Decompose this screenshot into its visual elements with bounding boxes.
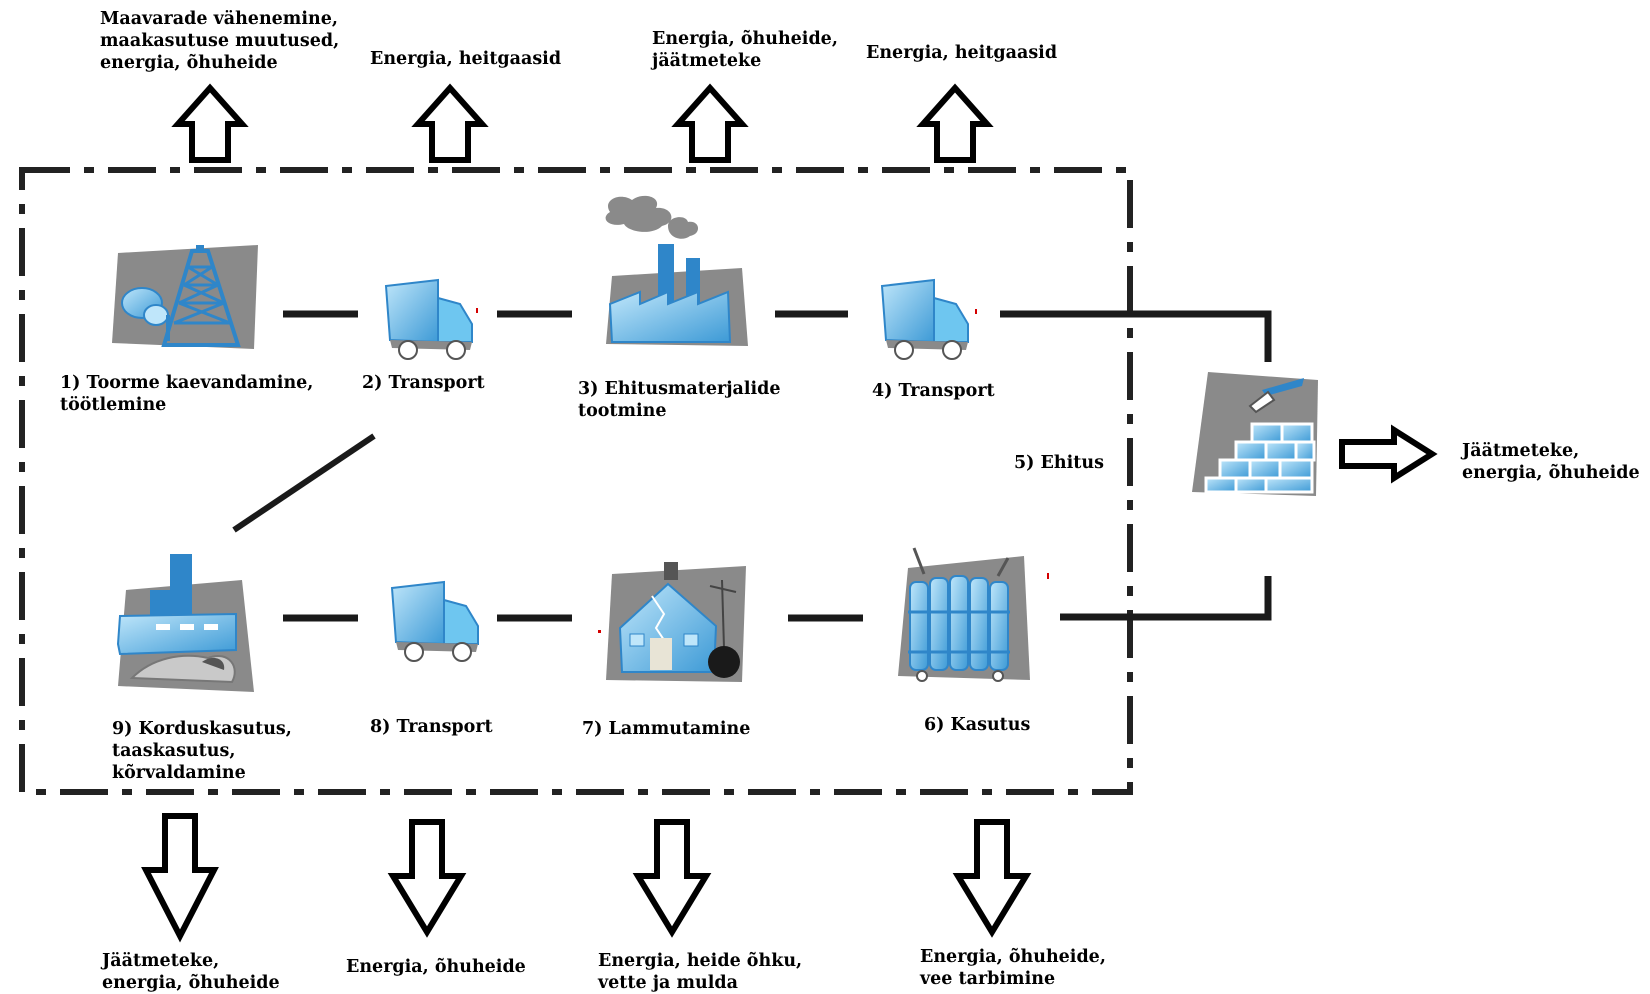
arrows-down	[141, 813, 1032, 943]
stage-label-line: tootmine	[578, 401, 667, 421]
stage-label-line: kõrvaldamine	[112, 763, 246, 783]
system-boundary-frame	[19, 167, 1133, 795]
arrow-down-icon	[387, 819, 467, 938]
stage-label-8: 8) Transport	[370, 716, 493, 738]
connector-4-5	[1000, 310, 1272, 362]
connector-9-1	[232, 433, 376, 533]
stage-label-7: 7) Lammutamine	[582, 718, 750, 740]
recycling-plant-icon	[116, 554, 254, 692]
output-line: Energia, õhuheide	[346, 957, 526, 977]
output-line: energia, õhuheide	[1462, 463, 1640, 483]
stage-label-line: 4) Transport	[872, 381, 995, 401]
output-line: Energia, õhuheide,	[652, 29, 838, 49]
stage-label-9: 9) Korduskasutus, taaskasutus, kõrvaldam…	[112, 718, 292, 784]
output-line: energia, õhuheide	[102, 973, 280, 993]
output-line: Maavarade vähenemine,	[100, 9, 338, 29]
brick-wall-trowel-icon	[1192, 372, 1318, 496]
arrow-down-icon	[952, 819, 1032, 938]
output-line: Energia, õhuheide,	[920, 947, 1106, 967]
output-bottom-3: Energia, heide õhku, vette ja mulda	[598, 950, 802, 994]
stage-label-line: 1) Toorme kaevandamine,	[60, 373, 314, 393]
arrow-up-icon	[916, 83, 994, 163]
arrow-up-icon	[171, 83, 249, 163]
output-line: Energia, heide õhku,	[598, 951, 803, 971]
arrow-right-icon	[1339, 424, 1438, 484]
connector-lines	[232, 310, 1272, 622]
output-line: energia, õhuheide	[100, 53, 278, 73]
stage-label-line: 2) Transport	[362, 373, 485, 393]
output-line: jäätmeteke	[652, 51, 762, 71]
output-top-1: Maavarade vähenemine, maakasutuse muutus…	[100, 8, 339, 74]
stage-label-line: 9) Korduskasutus,	[112, 719, 292, 739]
demolition-house-icon	[606, 562, 746, 682]
arrow-down-icon	[141, 813, 219, 943]
output-top-3: Energia, õhuheide, jäätmeteke	[652, 28, 838, 72]
output-line: maakasutuse muutused,	[100, 31, 340, 51]
stage-label-line: 3) Ehitusmaterjalide	[578, 379, 781, 399]
stage-label-2: 2) Transport	[362, 372, 485, 394]
truck-icon	[390, 580, 479, 662]
output-line: Jäätmeteke,	[1462, 441, 1580, 461]
stage-label-line: 8) Transport	[370, 717, 493, 737]
arrow-down-icon	[632, 819, 712, 938]
output-bottom-1: Jäätmeteke, energia, õhuheide	[102, 950, 280, 994]
stage-label-line: 7) Lammutamine	[582, 719, 751, 739]
output-line: Energia, heitgaasid	[866, 43, 1058, 63]
truck-icon	[384, 278, 473, 360]
radiator-icon	[898, 547, 1030, 682]
stage-label-5: 5) Ehitus	[1014, 452, 1104, 474]
stage-label-line: töötlemine	[60, 395, 167, 415]
output-top-2: Energia, heitgaasid	[370, 48, 561, 70]
arrows-up	[171, 83, 994, 163]
oil-derrick-icon	[112, 245, 258, 349]
stage-label-line: taaskasutus,	[112, 741, 236, 761]
output-top-4: Energia, heitgaasid	[866, 42, 1057, 64]
specks	[476, 308, 1049, 633]
stage-label-1: 1) Toorme kaevandamine, töötlemine	[60, 372, 313, 416]
output-line: Energia, heitgaasid	[370, 49, 562, 69]
output-bottom-2: Energia, õhuheide	[346, 956, 526, 978]
connector-5-6	[1060, 576, 1272, 621]
stage-label-6: 6) Kasutus	[924, 714, 1030, 736]
stage-label-line: 5) Ehitus	[1014, 453, 1104, 473]
arrow-up-icon	[411, 83, 489, 163]
output-right: Jäätmeteke, energia, õhuheide	[1462, 440, 1640, 484]
output-line: vee tarbimine	[920, 969, 1056, 989]
output-line: vette ja mulda	[598, 973, 738, 993]
factory-icon	[605, 195, 748, 346]
stage-label-line: 6) Kasutus	[924, 715, 1031, 735]
arrow-up-icon	[671, 83, 749, 163]
stage-label-4: 4) Transport	[872, 380, 995, 402]
truck-icon	[880, 278, 969, 360]
output-line: Jäätmeteke,	[102, 951, 220, 971]
output-bottom-4: Energia, õhuheide, vee tarbimine	[920, 946, 1106, 990]
stage-label-3: 3) Ehitusmaterjalide tootmine	[578, 378, 781, 422]
